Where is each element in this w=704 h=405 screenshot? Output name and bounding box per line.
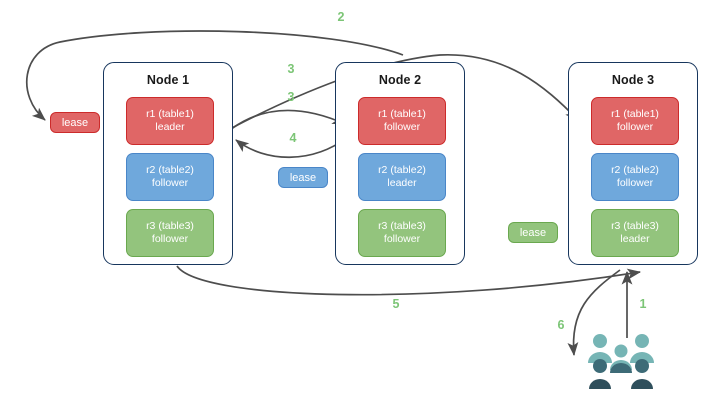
replica-r2[interactable]: r2 (table2) follower [591,153,679,201]
replica-role: follower [151,233,189,245]
replica-r3[interactable]: r3 (table3) leader [591,209,679,257]
edge-3-node2 [229,109,346,131]
lease-badge-red[interactable]: lease [50,112,100,133]
lease-badge-green[interactable]: lease [508,222,558,243]
lease-badge-blue[interactable]: lease [278,167,328,188]
replica-name: r1 (table1) [378,107,426,120]
replica-r2[interactable]: r2 (table2) leader [358,153,446,201]
edge-2 [25,30,404,121]
replica-r1[interactable]: r1 (table1) leader [126,97,214,145]
replica-name: r2 (table2) [146,163,194,176]
replica-role: follower [151,177,189,189]
node-title: Node 2 [378,73,422,87]
replica-name: r3 (table3) [146,219,194,232]
node-container-node3[interactable]: Node 3 r1 (table1) follower r2 (table2) … [568,62,698,265]
replica-name: r1 (table1) [611,107,659,120]
replica-role: leader [387,177,417,189]
replica-role: follower [616,177,654,189]
node-container-node2[interactable]: Node 2 r1 (table1) follower r2 (table2) … [335,62,465,265]
replica-r3[interactable]: r3 (table3) follower [126,209,214,257]
replica-role: leader [155,121,185,133]
step-label-6: 6 [557,318,565,332]
replica-name: r3 (table3) [611,219,659,232]
replica-r1[interactable]: r1 (table1) follower [591,97,679,145]
node-container-node1[interactable]: Node 1 r1 (table1) leader r2 (table2) fo… [103,62,233,265]
replica-r1[interactable]: r1 (table1) follower [358,97,446,145]
replica-r2[interactable]: r2 (table2) follower [126,153,214,201]
users-icon [588,334,654,389]
replica-name: r2 (table2) [378,163,426,176]
replica-role: follower [383,233,421,245]
step-label-4: 4 [289,131,297,145]
edge-5 [176,265,642,296]
step-label-5: 5 [392,297,400,311]
step-label-3b: 3 [287,90,295,104]
edge-6 [567,269,621,357]
replica-role: follower [383,121,421,133]
replica-name: r2 (table2) [611,163,659,176]
step-label-3a: 3 [287,62,295,76]
replica-r3[interactable]: r3 (table3) follower [358,209,446,257]
replica-name: r3 (table3) [378,219,426,232]
step-label-1: 1 [639,297,647,311]
node-title: Node 1 [146,73,190,87]
replica-name: r1 (table1) [146,107,194,120]
edge-3-node3 [227,54,579,131]
node-title: Node 3 [611,73,655,87]
replica-role: leader [620,233,650,245]
step-label-2: 2 [337,10,345,24]
replica-role: follower [616,121,654,133]
